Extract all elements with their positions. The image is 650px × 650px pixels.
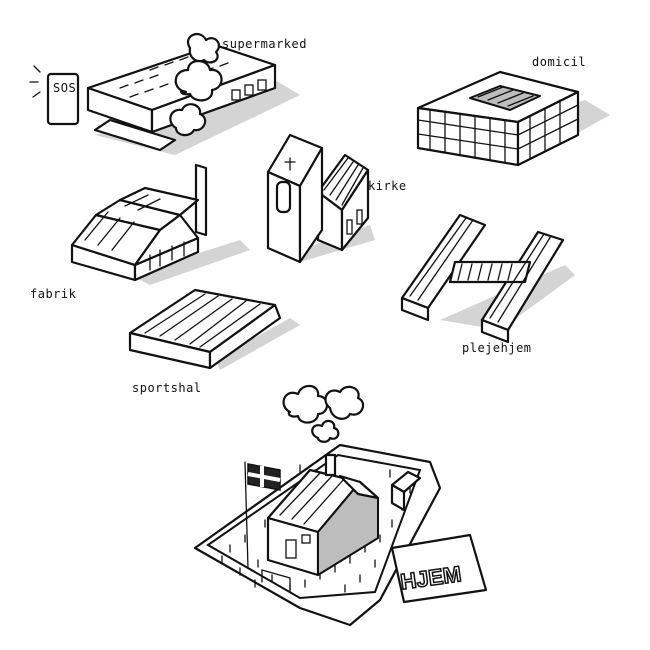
domicil-building: domicil [416, 55, 610, 167]
danish-flag-icon [247, 463, 281, 491]
cloud-icon [324, 385, 365, 420]
fabrik-label: fabrik [30, 287, 77, 301]
plejehjem-label: plejehjem [462, 341, 532, 355]
cloud-icon [282, 384, 329, 424]
hjem-home: HJEM [193, 384, 488, 627]
sportshal-building: sportshal [128, 288, 300, 395]
fabrik-building: fabrik [30, 163, 250, 301]
plejehjem-building: plejehjem [400, 213, 575, 355]
kirke-building: kirke [266, 133, 407, 264]
sportshal-label: sportshal [132, 381, 202, 395]
domicil-label: domicil [532, 55, 586, 69]
sos-sign-text: SOS [53, 81, 76, 95]
supermarked-label: supermarked [222, 37, 307, 51]
smoke-cloud [169, 33, 223, 137]
sos-sign [46, 72, 80, 126]
kirke-label: kirke [368, 179, 407, 193]
supermarked-building: SOS supermarked [29, 33, 307, 155]
hjem-badge: HJEM [390, 533, 488, 604]
